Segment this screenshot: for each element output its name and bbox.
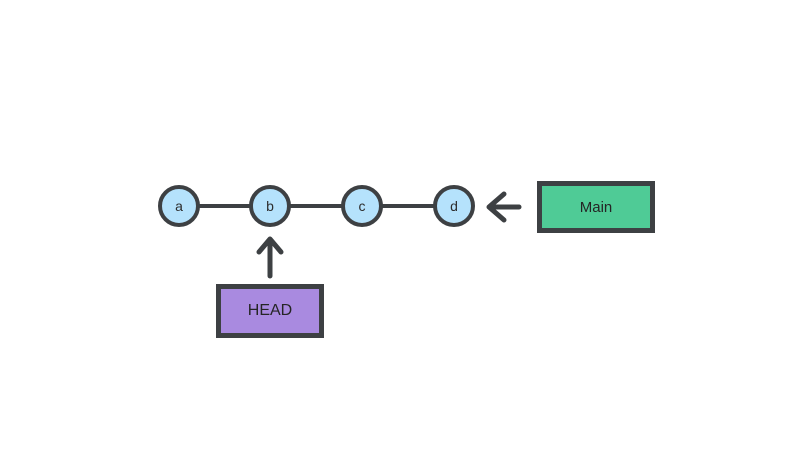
commit-node-a: a	[158, 185, 200, 227]
main-arrow-icon	[486, 191, 522, 223]
head-arrow-icon	[256, 236, 284, 279]
commit-node-c: c	[341, 185, 383, 227]
commit-node-label: d	[450, 198, 458, 214]
commit-node-label: c	[358, 198, 366, 214]
commit-node-label: a	[175, 198, 183, 214]
head-box: HEAD	[216, 284, 324, 338]
commit-node-d: d	[433, 185, 475, 227]
head-label: HEAD	[247, 302, 293, 319]
commit-node-label: b	[266, 198, 274, 214]
main-branch-label: Main	[579, 198, 613, 216]
main-branch-box: Main	[537, 181, 655, 233]
commit-node-b: b	[249, 185, 291, 227]
